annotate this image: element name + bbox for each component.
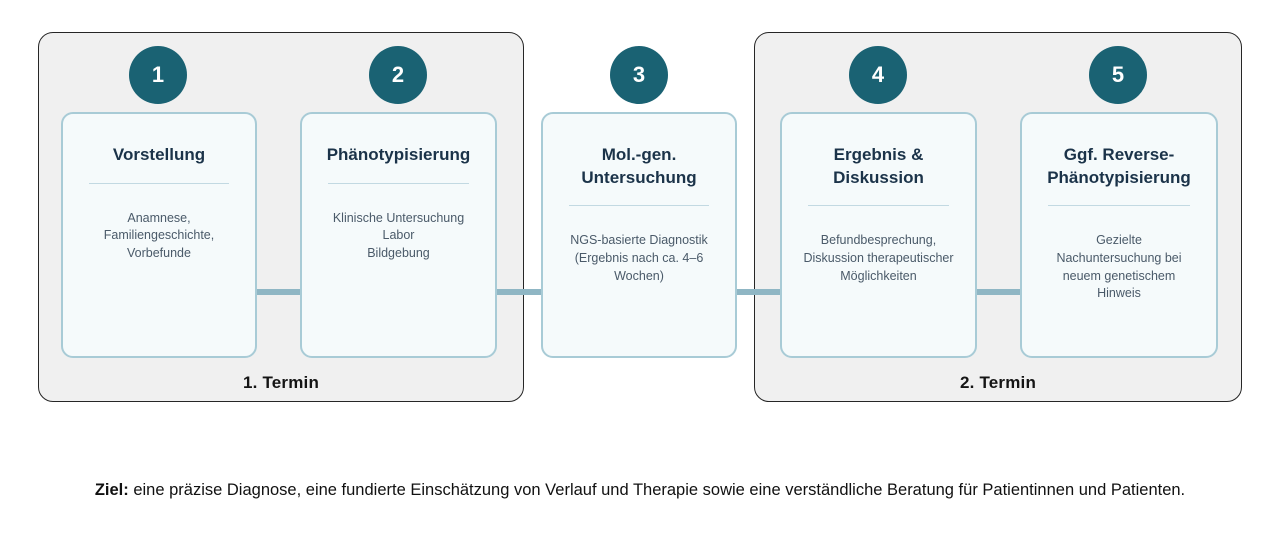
connector-2-3 bbox=[496, 289, 543, 295]
step-badge-4: 4 bbox=[849, 46, 907, 104]
step-card-3[interactable]: Mol.-gen. Untersuchung NGS-basierte Diag… bbox=[541, 112, 737, 358]
step-card-3-description: NGS-basierte Diagnostik (Ergebnis nach c… bbox=[570, 233, 708, 283]
step-card-1-divider bbox=[89, 182, 229, 184]
step-card-4-divider bbox=[808, 205, 949, 207]
step-badge-5: 5 bbox=[1089, 46, 1147, 104]
step-card-3-divider bbox=[569, 205, 709, 207]
step-badge-2: 2 bbox=[369, 46, 427, 104]
connector-4-5 bbox=[975, 289, 1022, 295]
step-badge-5-number: 5 bbox=[1111, 62, 1125, 87]
step-card-5-description: Gezielte Nachuntersuchung bei neuem gene… bbox=[1056, 233, 1182, 301]
step-card-4-description: Befundbesprechung, Diskussion therapeuti… bbox=[803, 233, 954, 283]
step-badge-1: 1 bbox=[129, 46, 187, 104]
step-card-1-description: Anamnese, Familiengeschichte, Vorbefunde bbox=[103, 210, 215, 261]
step-card-5-divider bbox=[1048, 205, 1190, 207]
step-card-4[interactable]: Ergebnis & Diskussion Befundbesprechung,… bbox=[780, 112, 977, 358]
step-card-2-divider bbox=[328, 182, 469, 184]
step-card-2-description: Klinische Untersuchung Labor Bildgebung bbox=[332, 210, 465, 261]
step-badge-3: 3 bbox=[610, 46, 668, 104]
step-badge-4-number: 4 bbox=[871, 62, 885, 87]
step-card-2[interactable]: Phänotypisierung Klinische Untersuchung … bbox=[300, 112, 497, 358]
step-badge-3-number: 3 bbox=[632, 62, 646, 87]
step-card-1[interactable]: Vorstellung Anamnese, Familiengeschichte… bbox=[61, 112, 257, 358]
step-card-3-title: Mol.-gen. Untersuchung bbox=[581, 145, 697, 187]
step-badge-2-number: 2 bbox=[391, 62, 405, 87]
step-card-5-title: Ggf. Reverse- Phänotypisierung bbox=[1047, 145, 1191, 187]
step-card-4-title: Ergebnis & Diskussion bbox=[833, 145, 924, 187]
footer-caption-lead: Ziel: bbox=[94, 481, 129, 499]
connector-1-2 bbox=[254, 289, 302, 295]
footer-caption: Ziel: eine präzise Diagnose, eine fundie… bbox=[0, 478, 1280, 504]
connector-3-4 bbox=[735, 289, 782, 295]
step-badge-1-number: 1 bbox=[151, 62, 165, 87]
step-card-5[interactable]: Ggf. Reverse- Phänotypisierung Gezielte … bbox=[1020, 112, 1218, 358]
step-card-1-title: Vorstellung bbox=[112, 145, 206, 164]
group-termin-1-label: 1. Termin bbox=[242, 373, 320, 392]
group-termin-2-label: 2. Termin bbox=[959, 373, 1037, 392]
step-card-2-title: Phänotypisierung bbox=[326, 145, 471, 164]
footer-caption-text: eine präzise Diagnose, eine fundierte Ei… bbox=[128, 481, 1186, 499]
